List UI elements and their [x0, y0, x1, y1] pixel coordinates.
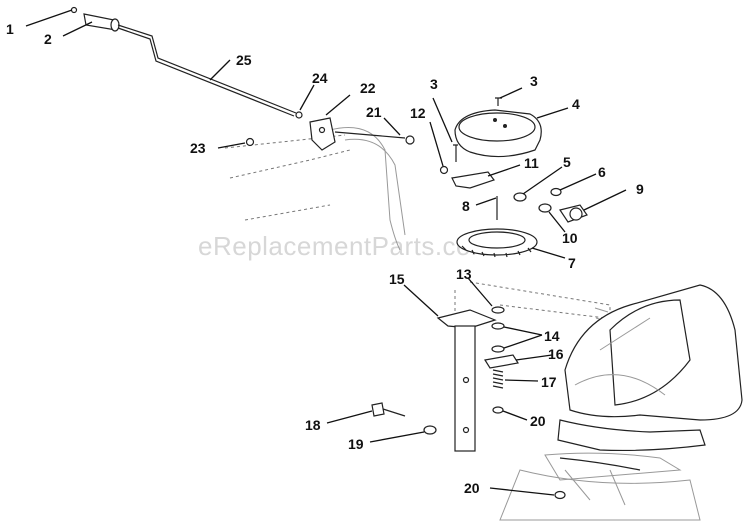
- callout-14: 14: [544, 328, 560, 344]
- callout-20b: 20: [464, 480, 480, 496]
- leader-lines: [25, 9, 627, 496]
- callout-3a: 3: [430, 76, 438, 92]
- support-post: [436, 309, 497, 452]
- callout-18: 18: [305, 417, 321, 433]
- callout-17: 17: [541, 374, 557, 390]
- callout-24: 24: [312, 70, 328, 86]
- carriage-bolt: [371, 402, 566, 500]
- callout-8: 8: [462, 198, 470, 214]
- bracket-lever: [245, 117, 415, 151]
- callout-6: 6: [598, 164, 606, 180]
- callout-16: 16: [548, 346, 564, 362]
- spring-stack: [484, 306, 519, 414]
- crank-handle-assembly: [70, 6, 303, 119]
- callout-19: 19: [348, 436, 364, 452]
- callout-15: 15: [389, 271, 405, 287]
- watermark: eReplacementParts.com: [198, 231, 493, 261]
- frame-outline: [224, 127, 611, 445]
- callout-4: 4: [572, 96, 580, 112]
- callout-21: 21: [366, 104, 382, 120]
- callout-labels: 1 2 25 24 22 21 23 3 3 4 12 11 5 6 9 8 1…: [6, 21, 644, 496]
- gear-cover: [439, 97, 542, 175]
- chute-housing: [499, 284, 743, 521]
- mounting-bracket: [451, 171, 498, 220]
- pinion-gear-set: [513, 187, 588, 223]
- callout-9: 9: [636, 181, 644, 197]
- callout-22: 22: [360, 80, 376, 96]
- callout-10: 10: [562, 230, 578, 246]
- callout-12: 12: [410, 105, 426, 121]
- callout-2: 2: [44, 31, 52, 47]
- ring-gear: [456, 228, 538, 258]
- callout-1: 1: [6, 21, 14, 37]
- callout-11: 11: [524, 155, 539, 171]
- callout-23: 23: [190, 140, 206, 156]
- callout-13: 13: [456, 266, 472, 282]
- callout-5: 5: [563, 154, 571, 170]
- callout-20a: 20: [530, 413, 546, 429]
- callout-7: 7: [568, 255, 576, 271]
- callout-3b: 3: [530, 73, 538, 89]
- callout-25: 25: [236, 52, 252, 68]
